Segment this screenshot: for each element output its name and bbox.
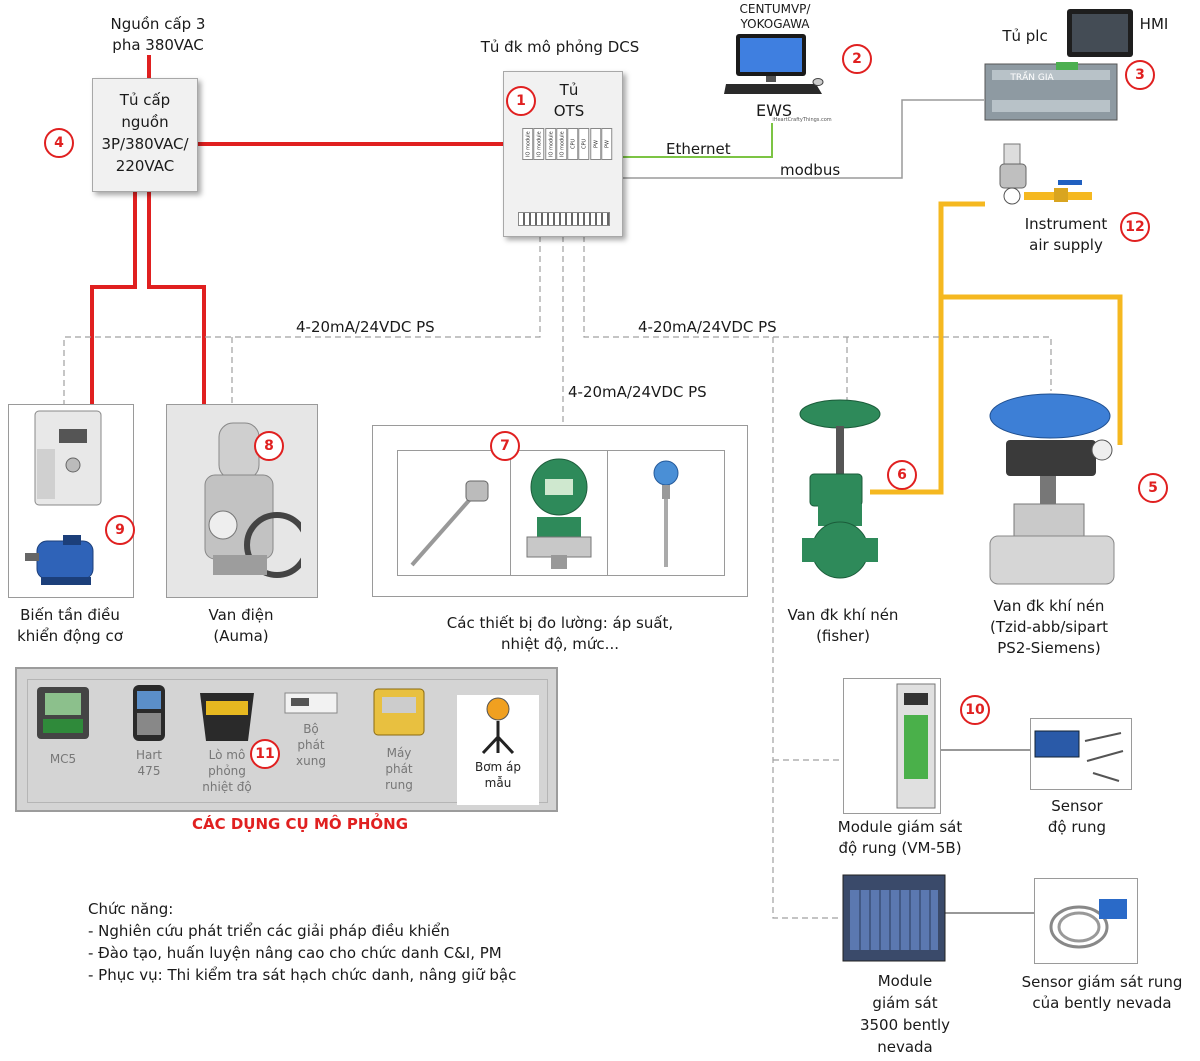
bently-sensor-icon bbox=[1049, 899, 1127, 949]
temperature-sensor-icon bbox=[410, 480, 489, 567]
motor-icon bbox=[25, 535, 94, 585]
dry-block-oven-icon bbox=[200, 693, 254, 741]
bently-sensor-label: Sensor giám sát rung của bently nevada bbox=[1021, 973, 1183, 1012]
badge-3: 3 bbox=[1125, 60, 1155, 90]
dcs-module-slot: CPU bbox=[567, 128, 579, 160]
badge-5: 5 bbox=[1138, 473, 1168, 503]
modbus-label: modbus bbox=[780, 161, 841, 179]
dcs-title: Tủ OTS bbox=[553, 81, 585, 120]
pressure-pump-icon bbox=[481, 697, 515, 755]
dcs-module-slot: CPU bbox=[578, 128, 590, 160]
dcs-module-slot: PW bbox=[600, 128, 612, 160]
power-cabinet[interactable]: Tủ cấp nguồn 3P/380VAC/ 220VAC bbox=[92, 78, 198, 192]
badge-8: 8 bbox=[254, 431, 284, 461]
ews-caption: CENTUMVP/ YOKOGAWA bbox=[739, 2, 811, 31]
dcs-module-slot: IO module bbox=[522, 128, 534, 160]
badge-9: 9 bbox=[105, 515, 135, 545]
signal-label-left: 4-20mA/24VDC PS bbox=[296, 318, 435, 336]
vm5b-frame[interactable] bbox=[843, 678, 941, 814]
vfd-drive-icon bbox=[34, 410, 102, 506]
signal-label-center: 4-20mA/24VDC PS bbox=[568, 383, 707, 401]
badge-10: 10 bbox=[960, 695, 990, 725]
ews-watermark: iHeartCraftyThings.com bbox=[772, 117, 832, 123]
instruments-frame[interactable] bbox=[372, 425, 748, 597]
dcs-module-slot: PW bbox=[589, 128, 601, 160]
level-transmitter-frame bbox=[607, 450, 725, 576]
pressure-transmitter-frame bbox=[510, 450, 608, 576]
tool-temperature-oven[interactable]: Lò mô phỏng nhiệt độ bbox=[191, 683, 263, 795]
tool-pressure-pump[interactable]: Bơm áp mẫu bbox=[457, 695, 539, 805]
pulse-generator-icon bbox=[284, 692, 338, 714]
air-regulator-icon[interactable] bbox=[984, 142, 1092, 208]
hmi-screen-icon[interactable] bbox=[1066, 8, 1134, 58]
ews-computer-icon[interactable] bbox=[722, 32, 826, 98]
bently-rack-icon[interactable] bbox=[842, 874, 946, 962]
level-transmitter-icon bbox=[653, 460, 679, 567]
dcs-caption: Tủ đk mô phỏng DCS bbox=[480, 38, 640, 56]
plc-brand: TRẦN GIA bbox=[1010, 73, 1054, 83]
modbus-line bbox=[621, 99, 984, 179]
vib-sensor-icon bbox=[1034, 730, 1124, 782]
tool-vibration-generator[interactable]: Máy phát rung bbox=[367, 683, 431, 793]
dcs-module-slot: IO module bbox=[555, 128, 567, 160]
temperature-sensor-frame bbox=[397, 450, 511, 576]
vfd-label: Biến tần điều khiển động cơ bbox=[17, 606, 123, 645]
power-source-label: Nguồn cấp 3 pha 380VAC bbox=[110, 15, 206, 54]
bently-sensor-frame[interactable] bbox=[1034, 878, 1138, 964]
instruments-label: Các thiết bị đo lường: áp suất, nhiệt độ… bbox=[446, 614, 674, 653]
air-lines bbox=[870, 201, 1123, 495]
power-to-auma-cable bbox=[147, 192, 206, 407]
vfd-frame[interactable] bbox=[8, 404, 134, 598]
hart-communicator-icon bbox=[133, 685, 165, 741]
tool-pulse-generator[interactable]: Bộ phát xung bbox=[281, 687, 341, 769]
hmi-label: HMI bbox=[1139, 15, 1169, 33]
badge-2: 2 bbox=[842, 44, 872, 74]
vib-sensor-frame[interactable] bbox=[1030, 718, 1132, 790]
ethernet-label: Ethernet bbox=[666, 140, 731, 158]
signal-label-right: 4-20mA/24VDC PS bbox=[638, 318, 777, 336]
plc-rack-icon[interactable] bbox=[984, 60, 1118, 122]
fisher-valve-icon[interactable] bbox=[796, 398, 886, 598]
vib-sensor-label: Sensor độ rung bbox=[1047, 797, 1107, 836]
fisher-label: Van đk khí nén (fisher) bbox=[787, 606, 899, 645]
air-to-fisher-line bbox=[870, 297, 944, 495]
ethernet-line bbox=[621, 123, 773, 158]
pressure-transmitter-icon bbox=[526, 458, 592, 569]
tool-mc5[interactable]: MC5 bbox=[31, 683, 95, 767]
badge-1: 1 bbox=[506, 86, 536, 116]
badge-7: 7 bbox=[490, 431, 520, 461]
ews-label: EWS bbox=[755, 101, 793, 120]
badge-12: 12 bbox=[1120, 212, 1150, 242]
badge-6: 6 bbox=[887, 460, 917, 490]
plc-label: Tủ plc bbox=[1002, 27, 1048, 45]
tool-hart475[interactable]: Hart 475 bbox=[117, 683, 181, 779]
tools-panel: MC5 Hart 475 Lò mô phỏng nhiệt độ Bộ bbox=[15, 667, 558, 812]
dcs-terminal-strip bbox=[518, 212, 610, 226]
auma-actuator-icon bbox=[204, 422, 301, 578]
power-to-vfd-cable bbox=[90, 192, 137, 407]
power-cabinet-label: Tủ cấp nguồn 3P/380VAC/ 220VAC bbox=[101, 91, 189, 175]
functions-block: Chức năng: - Nghiên cứu phát triển các g… bbox=[88, 900, 517, 984]
dcs-module-slot: IO module bbox=[544, 128, 556, 160]
vibration-generator-icon bbox=[373, 688, 425, 736]
badge-11: 11 bbox=[250, 739, 280, 769]
tools-title: CÁC DỤNG CỤ MÔ PHỎNG bbox=[191, 815, 409, 833]
bently-label: Module giám sát 3500 bently nevada bbox=[859, 972, 951, 1056]
dcs-module-slot: IO module bbox=[533, 128, 545, 160]
vm5b-module-icon bbox=[896, 683, 936, 809]
auma-label: Van điện (Auma) bbox=[208, 606, 274, 645]
air-supply-label: Instrument air supply bbox=[1024, 215, 1108, 254]
vm5b-label: Module giám sát độ rung (VM-5B) bbox=[837, 818, 963, 857]
mc5-calibrator-icon bbox=[37, 687, 89, 739]
signal-lines bbox=[63, 236, 1052, 919]
siemens-label: Van đk khí nén (Tzid-abb/sipart PS2-Siem… bbox=[989, 597, 1109, 657]
badge-4: 4 bbox=[44, 128, 74, 158]
auma-frame[interactable] bbox=[166, 404, 318, 598]
siemens-valve-icon[interactable] bbox=[984, 390, 1124, 594]
